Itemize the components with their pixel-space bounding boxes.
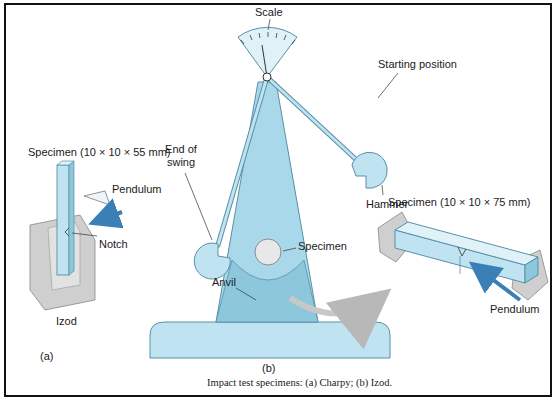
panel-label: (b)	[262, 362, 275, 375]
part-label: Specimen	[298, 240, 347, 253]
part-label: Starting position	[378, 58, 457, 71]
dimension-label: Specimen (10 × 10 × 75 mm)	[388, 196, 530, 209]
charpy-detail	[378, 212, 548, 300]
part-label: Izod	[56, 315, 77, 328]
panel-label: (a)	[40, 350, 53, 363]
part-label: Pendulum	[112, 183, 162, 196]
impact-machine	[150, 19, 398, 358]
dimension-label: Specimen (10 × 10 × 55 mm)	[28, 146, 170, 159]
part-label: Scale	[255, 6, 283, 19]
izod-detail	[30, 161, 122, 310]
part-label: Anvil	[212, 276, 236, 289]
part-label: End of swing	[158, 143, 204, 168]
part-label: Pendulum	[490, 303, 540, 316]
part-label: Notch	[99, 238, 128, 251]
frame	[5, 4, 551, 396]
figure-caption: Impact test specimens: (a) Charpy; (b) I…	[207, 377, 392, 388]
